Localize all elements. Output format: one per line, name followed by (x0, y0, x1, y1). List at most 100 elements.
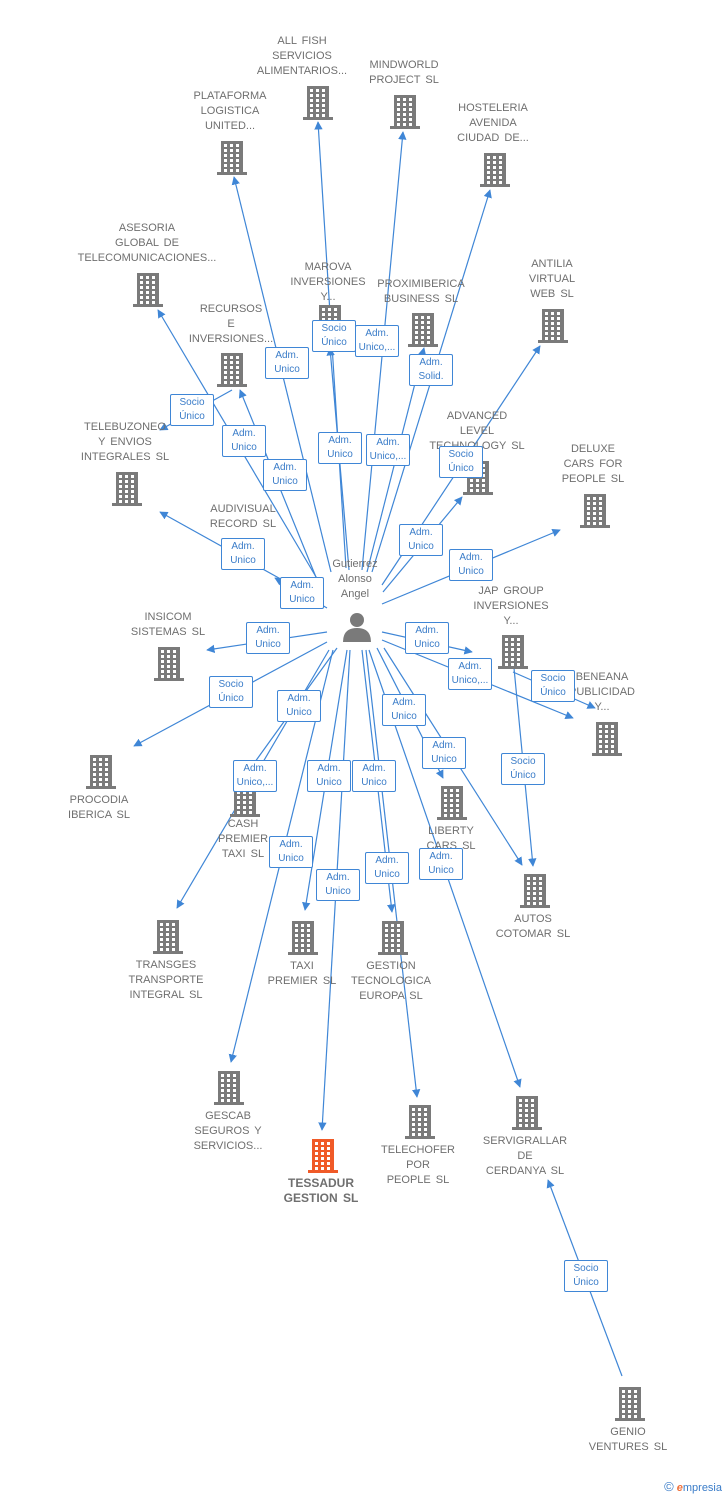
building-icon-servigrallar[interactable] (512, 1096, 542, 1130)
relation-label-r23[interactable]: Socio Único (501, 753, 545, 785)
company-label-jap[interactable]: JAP GROUP INVERSIONES Y... (473, 585, 549, 627)
company-label-asesoria[interactable]: ASESORIA GLOBAL DE TELECOMUNICACIONES... (77, 222, 217, 264)
brand-logo[interactable]: © empresia (664, 1479, 722, 1494)
building-icon-telechofer[interactable] (405, 1105, 435, 1139)
building-icon-plataforma-base (217, 172, 247, 175)
relation-label-r30[interactable]: Adm. Unico (419, 848, 463, 880)
building-icon-autos[interactable] (520, 874, 550, 908)
company-label-autos[interactable]: AUTOS COTOMAR SL (495, 913, 571, 940)
building-icon-antilia[interactable] (538, 309, 568, 343)
building-icon-gestion[interactable] (378, 921, 408, 955)
building-icon-liberty[interactable] (437, 786, 467, 820)
company-label-genio[interactable]: GENIO VENTURES SL (588, 1426, 668, 1453)
relation-label-r19[interactable]: Socio Único (209, 676, 253, 708)
relation-label-r24[interactable]: Adm. Unico,... (233, 760, 277, 792)
company-label-cash[interactable]: CASH PREMIER TAXI SL (217, 818, 269, 860)
company-label-servigrallar[interactable]: SERVIGRALLAR DE CERDANYA SL (482, 1135, 568, 1177)
company-label-deluxe[interactable]: DELUXE CARS FOR PEOPLE SL (561, 443, 625, 485)
relation-label-r27[interactable]: Adm. Unico (269, 836, 313, 868)
center-person-label[interactable]: Gutierrez Alonso Angel (332, 558, 378, 600)
company-label-antilia[interactable]: ANTILIA VIRTUAL WEB SL (528, 258, 576, 300)
relation-label-r11[interactable]: Socio Único (170, 394, 214, 426)
person-icon[interactable] (343, 613, 371, 642)
building-icon-hosteleria[interactable] (480, 153, 510, 187)
company-label-recursos[interactable]: RECURSOS E INVERSIONES... (188, 303, 274, 345)
relation-label-r3[interactable]: Adm. Unico (318, 432, 362, 464)
relation-label-r14[interactable]: Adm. Unico (280, 577, 324, 609)
building-icon-telebuzoneo-window (125, 500, 128, 503)
building-icon-insicom[interactable] (154, 647, 184, 681)
company-label-mindworld[interactable]: MINDWORLD PROJECT SL (369, 59, 439, 86)
building-icon-tessadur[interactable] (308, 1139, 338, 1173)
relation-label-r31[interactable]: Socio Único (564, 1260, 608, 1292)
building-icon-telebuzoneo[interactable] (112, 472, 142, 506)
building-icon-gescab-window (227, 1079, 230, 1082)
relation-label-r8[interactable]: Adm. Unico (399, 524, 443, 556)
building-icon-genio[interactable] (615, 1387, 645, 1421)
building-icon-tessadur-window (321, 1152, 324, 1155)
company-label-telebuzoneo[interactable]: TELEBUZONEO Y ENVIOS INTEGRALES SL (80, 421, 170, 463)
building-icon-taxi[interactable] (288, 921, 318, 955)
company-label-telechofer[interactable]: TELECHOFER POR PEOPLE SL (381, 1144, 455, 1186)
relation-label-r4[interactable]: Adm. Solid. (409, 354, 453, 386)
relation-label-r28[interactable]: Adm. Unico (316, 869, 360, 901)
building-icon-asesoria-window (146, 281, 149, 284)
building-icon-procodia[interactable] (86, 755, 116, 789)
company-label-marova[interactable]: MAROVA INVERSIONES Y... (290, 261, 366, 303)
building-icon-insicom-window (173, 670, 176, 673)
company-label-plataforma[interactable]: PLATAFORMA LOGISTICA UNITED... (193, 90, 267, 132)
relation-label-r18[interactable]: Socio Único (531, 670, 575, 702)
relation-label-r5[interactable]: Adm. Unico (222, 425, 266, 457)
relation-label-r16[interactable]: Adm. Unico (246, 622, 290, 654)
building-icon-deluxe-window (599, 502, 602, 505)
building-icon-all-fish[interactable] (303, 86, 333, 120)
company-label-transges[interactable]: TRANSGES TRANSPORTE INTEGRAL SL (128, 959, 204, 1001)
building-icon-plataforma[interactable] (217, 141, 247, 175)
building-icon-beneana-window (605, 735, 608, 738)
building-icon-recursos[interactable] (217, 353, 247, 387)
building-icon-transges-window (160, 938, 163, 941)
relation-label-r26[interactable]: Adm. Unico (352, 760, 396, 792)
company-label-gescab[interactable]: GESCAB SEGUROS Y SERVICIOS... (193, 1110, 263, 1152)
company-label-gestion[interactable]: GESTION TECNOLOGICA EUROPA SL (350, 960, 432, 1002)
building-icon-transges[interactable] (153, 920, 183, 954)
company-label-beneana[interactable]: BENEANA PUBLICIDAD Y... (568, 671, 636, 713)
building-icon-jap[interactable] (498, 635, 528, 669)
building-icon-asesoria[interactable] (133, 273, 163, 307)
building-icon-deluxe[interactable] (580, 494, 610, 528)
relation-label-r29[interactable]: Adm. Unico (365, 852, 409, 884)
building-icon-proximiberica-window (421, 326, 424, 329)
relation-label-r17[interactable]: Adm. Unico,... (448, 658, 492, 690)
relation-label-r20[interactable]: Adm. Unico (277, 690, 321, 722)
relation-label-r13[interactable]: Adm. Unico (221, 538, 265, 570)
building-icon-proximiberica[interactable] (408, 313, 438, 347)
building-icon-servigrallar-window (519, 1109, 522, 1112)
building-icon-insicom-window (173, 650, 176, 653)
building-icon-mindworld[interactable] (390, 95, 420, 129)
company-label-insicom[interactable]: INSICOM SISTEMAS SL (130, 611, 206, 638)
company-label-taxi[interactable]: TAXI PREMIER SL (267, 960, 337, 987)
company-label-hosteleria[interactable]: HOSTELERIA AVENIDA CIUDAD DE... (457, 102, 529, 144)
relation-label-r7[interactable]: Adm. Unico,... (366, 434, 410, 466)
relation-label-r10[interactable]: Socio Único (439, 446, 483, 478)
company-label-proximiberica[interactable]: PROXIMIBERICA BUSINESS SL (377, 278, 465, 305)
relation-label-r22[interactable]: Adm. Unico (422, 737, 466, 769)
company-label-audivisual[interactable]: AUDIVISUAL RECORD SL (209, 503, 277, 530)
relation-label-r15[interactable]: Adm. Unico (405, 622, 449, 654)
building-icon-gescab[interactable] (214, 1071, 244, 1105)
company-label-procodia[interactable]: PROCODIA IBERICA SL (68, 794, 130, 821)
company-label-tessadur[interactable]: TESSADUR GESTION SL (283, 1176, 359, 1205)
building-icon-deluxe-window (593, 512, 596, 515)
relation-label-r9[interactable]: Adm. Unico (263, 459, 307, 491)
building-icon-marova-window (322, 318, 325, 321)
building-icon-liberty-window (444, 794, 447, 797)
relation-label-r2[interactable]: Adm. Unico,... (355, 325, 399, 357)
building-icon-cash-window (237, 806, 240, 809)
building-icon-beneana[interactable] (592, 722, 622, 756)
relation-label-r1[interactable]: Adm. Unico (265, 347, 309, 379)
relation-label-r25[interactable]: Adm. Unico (307, 760, 351, 792)
relation-label-r6[interactable]: Socio Único (312, 320, 356, 352)
relation-label-r21[interactable]: Adm. Unico (382, 694, 426, 726)
relation-label-r12[interactable]: Adm. Unico (449, 549, 493, 581)
company-label-all-fish[interactable]: ALL FISH SERVICIOS ALIMENTARIOS... (256, 35, 348, 77)
